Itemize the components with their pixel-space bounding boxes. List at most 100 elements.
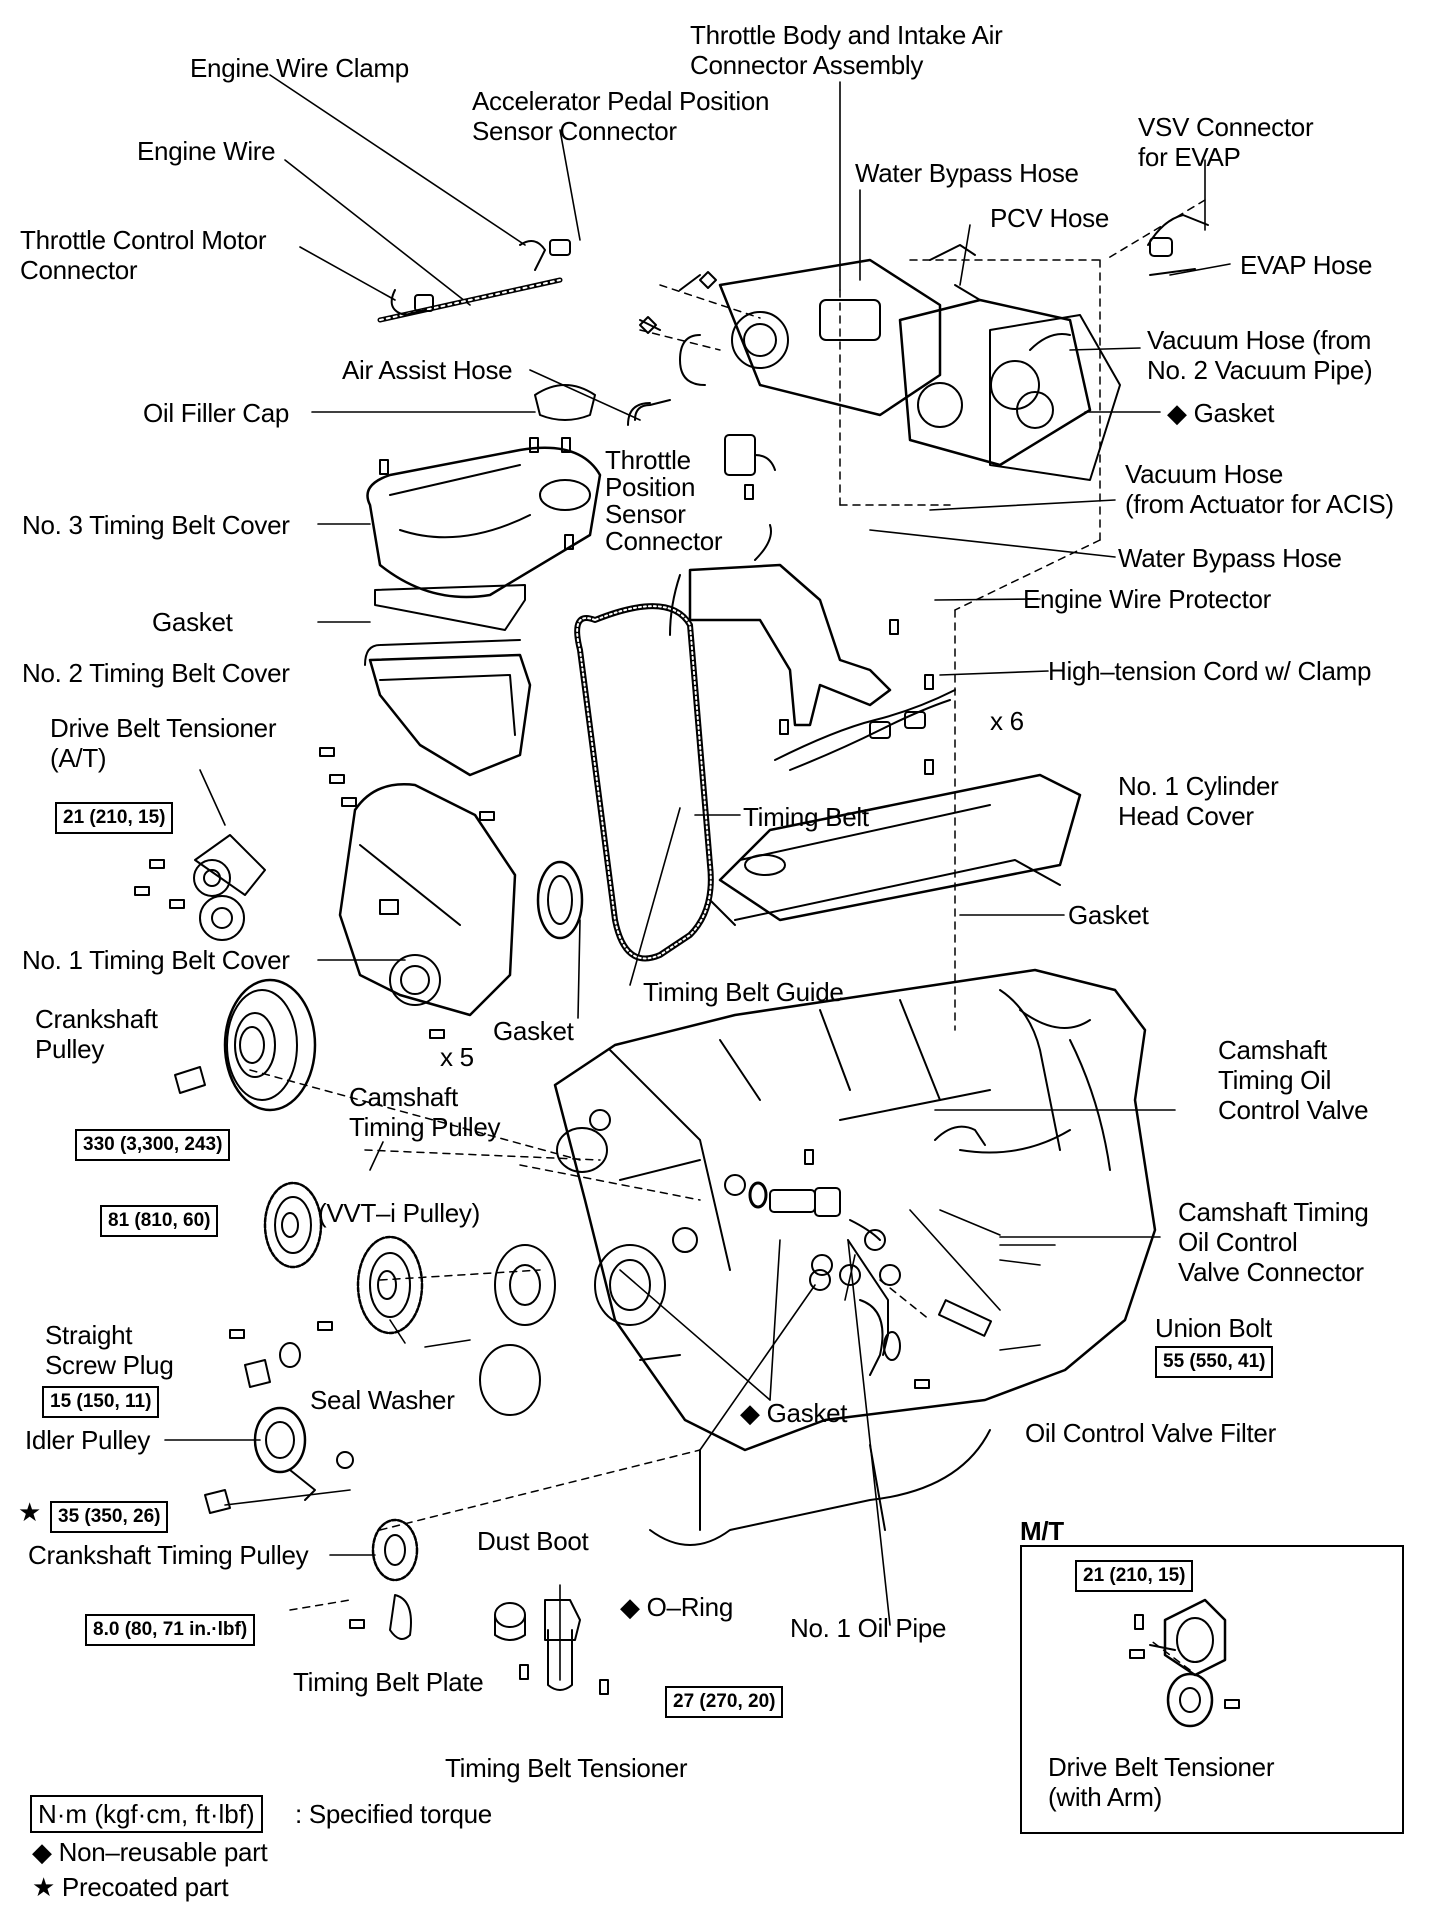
- label-line: Sensor: [605, 499, 686, 529]
- label-line: Drive Belt Tensioner: [50, 713, 277, 743]
- label-line: Vacuum Hose (from: [1147, 325, 1372, 355]
- label-line: Camshaft: [349, 1082, 458, 1112]
- no1-oil-pipe: [847, 1239, 901, 1361]
- label-accelerator-sensor: Accelerator Pedal Position Sensor Connec…: [472, 86, 769, 146]
- label-line: Position: [605, 472, 696, 502]
- label-line: Pulley: [35, 1034, 105, 1064]
- torque-straight-screw-plug: 15 (150, 11): [42, 1386, 160, 1418]
- label-timing-belt-plate: Timing Belt Plate: [293, 1667, 484, 1697]
- label-line: VSV Connector: [1138, 112, 1314, 142]
- engine-wire: [377, 239, 571, 323]
- engine-wire-protector: [669, 524, 892, 727]
- torque-mt-tensioner: 21 (210, 15): [1075, 1560, 1194, 1592]
- label-line: Camshaft Timing: [1178, 1197, 1369, 1227]
- label-engine-wire: Engine Wire: [137, 136, 276, 166]
- label-line: Accelerator Pedal Position: [472, 86, 770, 116]
- camshaft-ocv: [748, 1125, 993, 1376]
- timing-belt-guide: [536, 860, 584, 940]
- label-crankshaft-pulley: Crankshaft Pulley: [35, 1004, 158, 1064]
- timing-belt-plate: [389, 1594, 412, 1640]
- label-gasket-throttle: ◆ Gasket: [1167, 398, 1275, 428]
- oil-filler-cap: [534, 384, 596, 421]
- label-timing-belt: Timing Belt: [743, 802, 869, 832]
- label-line: Sensor Connector: [472, 116, 677, 146]
- label-gasket-lower: Gasket: [493, 1016, 574, 1046]
- label-timing-belt-tensioner: Timing Belt Tensioner: [445, 1753, 688, 1783]
- label-line: (from Actuator for ACIS): [1125, 489, 1394, 519]
- mt-drive-belt-tensioner: [1129, 1598, 1240, 1728]
- label-line: No. 1 Cylinder: [1118, 771, 1279, 801]
- torque-union-bolt: 55 (550, 41): [1155, 1346, 1274, 1378]
- legend-unit-box: N·m (kgf·cm, ft·lbf): [30, 1795, 263, 1833]
- label-oil-control-valve-filter: Oil Control Valve Filter: [1025, 1418, 1276, 1448]
- label-x6: x 6: [990, 706, 1024, 736]
- label-line: Straight: [45, 1320, 133, 1350]
- torque-camshaft-pulley: 81 (810, 60): [100, 1205, 219, 1237]
- legend-precoated: ★ Precoated part: [32, 1872, 229, 1902]
- torque-idler-pulley: 35 (350, 26): [50, 1501, 169, 1533]
- label-engine-wire-clamp: Engine Wire Clamp: [190, 53, 409, 83]
- legend-unit-desc: : Specified torque: [295, 1799, 492, 1829]
- label-high-tension-cord: High–tension Cord w/ Clamp: [1048, 656, 1372, 686]
- label-line: No. 2 Vacuum Pipe): [1147, 355, 1373, 385]
- label-line: Drive Belt Tensioner: [1048, 1752, 1275, 1782]
- label-no2-timing-belt-cover: No. 2 Timing Belt Cover: [22, 658, 290, 688]
- dashed-lines: [249, 199, 1206, 1671]
- label-line: Timing Pulley: [349, 1112, 501, 1142]
- label-mt: M/T: [1020, 1516, 1064, 1546]
- label-line: Connector: [20, 255, 138, 285]
- leader-lines: [164, 74, 1231, 1681]
- label-line: Vacuum Hose: [1125, 459, 1284, 489]
- label-no3-timing-belt-cover: No. 3 Timing Belt Cover: [22, 510, 290, 540]
- label-drive-belt-tensioner-arm: Drive Belt Tensioner (with Arm): [1048, 1752, 1274, 1812]
- engine-block: [479, 968, 1157, 1546]
- label-water-bypass-hose-top: Water Bypass Hose: [855, 158, 1079, 188]
- label-line: Valve Connector: [1178, 1257, 1364, 1287]
- label-tps-connector: Throttle Position Sensor Connector: [605, 445, 723, 555]
- label-no1-timing-belt-cover: No. 1 Timing Belt Cover: [22, 945, 290, 975]
- label-throttle-control-motor: Throttle Control Motor Connector: [20, 225, 267, 285]
- label-throttle-body: Throttle Body and Intake Air Connector A…: [690, 20, 1003, 80]
- no1-timing-belt-cover: [338, 783, 517, 1017]
- label-line: (A/T): [50, 743, 107, 773]
- label-camshaft-ocv: Camshaft Timing Oil Control Valve: [1218, 1035, 1369, 1125]
- precoated-star: ★: [18, 1497, 42, 1527]
- label-air-assist-hose: Air Assist Hose: [342, 355, 513, 385]
- label-o-ring: ◆ O–Ring: [620, 1592, 733, 1622]
- label-water-bypass-hose-lower: Water Bypass Hose: [1118, 543, 1342, 573]
- torque-timing-belt-tensioner: 27 (270, 20): [665, 1686, 784, 1718]
- label-line: Head Cover: [1118, 801, 1254, 831]
- label-crankshaft-timing-pulley: Crankshaft Timing Pulley: [28, 1540, 309, 1570]
- label-line: Throttle: [605, 445, 691, 475]
- label-no1-oil-pipe: No. 1 Oil Pipe: [790, 1613, 947, 1643]
- timing-belt: [574, 603, 714, 962]
- drive-belt-tensioner-at: [193, 834, 266, 941]
- no3-timing-belt-cover: [366, 446, 602, 599]
- label-camshaft-timing-pulley: Camshaft Timing Pulley: [349, 1082, 500, 1142]
- label-vvti-pulley: (VVT–i Pulley): [318, 1198, 480, 1228]
- label-pcv-hose: PCV Hose: [990, 203, 1109, 233]
- label-straight-screw-plug: Straight Screw Plug: [45, 1320, 174, 1380]
- label-seal-washer: Seal Washer: [310, 1385, 455, 1415]
- label-line: Throttle Control Motor: [20, 225, 267, 255]
- high-tension-cord: [774, 689, 956, 771]
- label-line: Throttle Body and Intake Air: [690, 20, 1003, 50]
- throttle-body: [639, 214, 1209, 481]
- label-camshaft-ocv-connector: Camshaft Timing Oil Control Valve Connec…: [1178, 1197, 1369, 1287]
- tps-connector: [724, 434, 776, 476]
- straight-screw-plug: [244, 1342, 301, 1388]
- label-timing-belt-guide: Timing Belt Guide: [643, 977, 844, 1007]
- crankshaft-timing-pulley: [371, 1518, 419, 1582]
- torque-timing-belt-plate: 8.0 (80, 71 in.·lbf): [85, 1614, 256, 1646]
- label-vacuum-hose-no2: Vacuum Hose (from No. 2 Vacuum Pipe): [1147, 325, 1373, 385]
- label-line: Timing Oil: [1218, 1065, 1332, 1095]
- timing-belt-tensioner: [494, 1599, 581, 1691]
- vvti-pulley: [356, 1235, 424, 1335]
- label-gasket-cover: Gasket: [152, 607, 233, 637]
- torque-crankshaft-pulley: 330 (3,300, 243): [75, 1129, 231, 1161]
- legend-non-reusable: ◆ Non–reusable part: [32, 1837, 268, 1867]
- label-vacuum-hose-acis: Vacuum Hose (from Actuator for ACIS): [1125, 459, 1394, 519]
- label-vsv-connector: VSV Connector for EVAP: [1138, 112, 1314, 172]
